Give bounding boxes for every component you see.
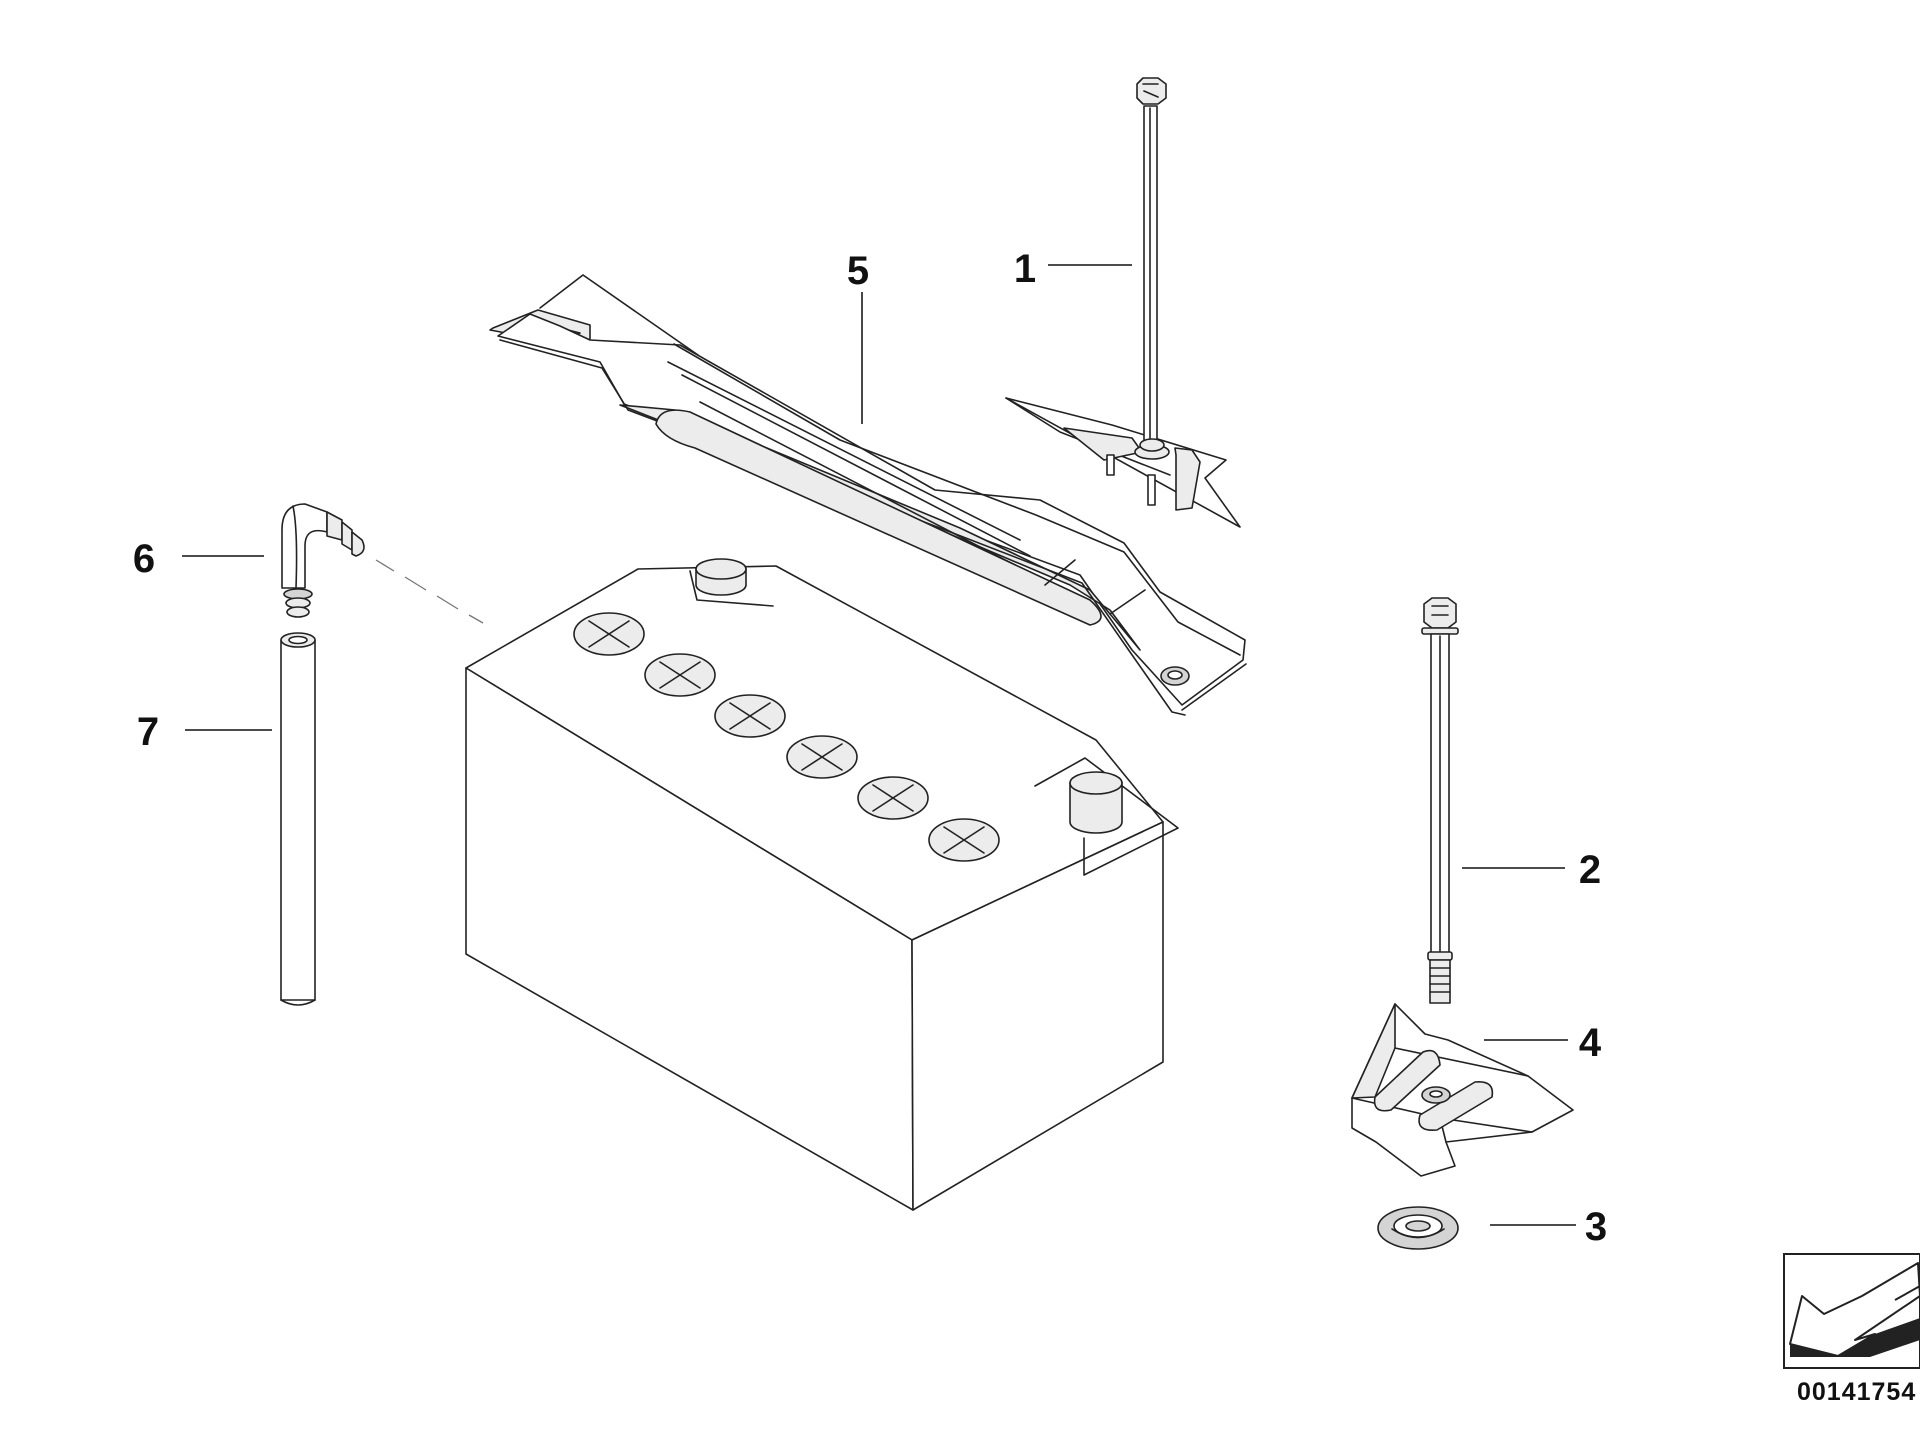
callout-4: 4 — [1579, 1021, 1602, 1065]
battery-terminal-post — [695, 558, 747, 596]
battery — [465, 558, 1179, 1211]
cell-cap — [857, 776, 929, 820]
cell-caps — [573, 612, 1000, 862]
cell-cap — [573, 612, 645, 656]
reference-number: 00141754 — [1797, 1378, 1916, 1406]
cell-cap — [928, 818, 1000, 862]
hex-bolt — [1421, 597, 1459, 1004]
battery-holder — [1351, 1003, 1574, 1177]
leader-lines — [182, 264, 1576, 1226]
grommet — [1377, 1206, 1459, 1250]
callout-1: 1 — [1014, 247, 1036, 291]
callout-6: 6 — [133, 537, 155, 581]
vent-elbow — [281, 503, 365, 618]
nav-arrow-icon — [1789, 1262, 1920, 1357]
callout-7: 7 — [137, 710, 159, 754]
cell-cap — [644, 653, 716, 697]
callout-3: 3 — [1585, 1205, 1607, 1249]
cell-cap — [714, 694, 786, 738]
hold-down-bracket — [489, 274, 1247, 716]
nav-arrow-box — [1783, 1253, 1920, 1369]
callout-5: 5 — [847, 249, 869, 293]
vent-hose — [280, 632, 316, 1006]
battery-terminal-post — [1069, 771, 1123, 834]
callout-2: 2 — [1579, 848, 1601, 892]
tension-bolt-with-plate — [1005, 77, 1241, 528]
cell-cap — [786, 735, 858, 779]
connection-line — [375, 559, 484, 624]
